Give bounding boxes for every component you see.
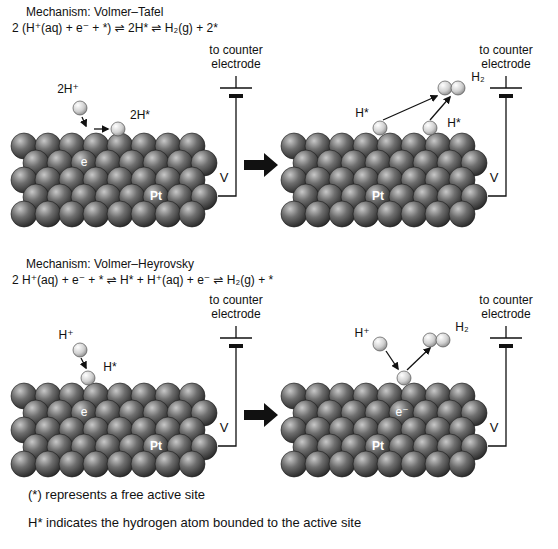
species-label: 2H* (130, 109, 150, 123)
circuit-label: to counter electrode (470, 294, 542, 322)
pt-atom (35, 201, 61, 227)
pt-atom (11, 451, 37, 477)
pt-atom (59, 201, 85, 227)
species-label: H₂ (455, 321, 468, 335)
species-label: H* (355, 107, 368, 121)
pt-atom (107, 201, 133, 227)
pt-atom (179, 201, 205, 227)
circuit (218, 76, 522, 446)
hydrogen-atoms (73, 81, 465, 385)
voltage-label: V (220, 421, 229, 436)
metal-label: Pt (372, 440, 384, 454)
pt-atom (131, 201, 157, 227)
pt-atom (281, 201, 307, 227)
equation: 2 H⁺(aq) + e⁻ + * ⇌ H* + H⁺(aq) + e⁻ ⇌ H… (12, 274, 273, 288)
pt-atom (353, 451, 379, 477)
voltage-label: V (490, 171, 499, 186)
voltage-label: V (490, 421, 499, 436)
electron-label: e⁻ (395, 406, 408, 420)
pt-atom (401, 201, 427, 227)
pt-atom (11, 201, 37, 227)
hydrogen-atom (373, 337, 387, 351)
species-label: H* (447, 117, 460, 131)
species-label: H* (103, 361, 116, 375)
hydrogen-atom (423, 121, 437, 135)
hydrogen-atom (73, 101, 87, 115)
heading: Mechanism: Volmer–Heyrovsky (26, 258, 194, 272)
pt-atom (179, 451, 205, 477)
pt-atom (155, 451, 181, 477)
heading: Mechanism: Volmer–Tafel (26, 6, 163, 20)
hydrogen-atom (438, 81, 452, 95)
note: (*) represents a free active site (28, 488, 205, 503)
hydrogen-atom (73, 343, 87, 357)
motion-arrows (81, 96, 450, 370)
pt-atom (35, 451, 61, 477)
electron-label: e (81, 156, 88, 170)
pt-atom (425, 451, 451, 477)
equation: 2 (H⁺(aq) + e⁻ + *) ⇌ 2H* ⇌ H₂(g) + 2* (12, 22, 218, 36)
pt-atom (59, 451, 85, 477)
pt-atom (281, 451, 307, 477)
species-label: 2H⁺ (57, 83, 79, 97)
circuit-label: to counter electrode (200, 294, 272, 322)
voltage-label: V (220, 171, 229, 186)
hydrogen-atom (81, 371, 95, 385)
species-label: H₂ (471, 71, 484, 85)
metal-label: Pt (372, 190, 384, 204)
metal-label: Pt (150, 190, 162, 204)
hydrogen-atom (397, 371, 411, 385)
pt-atom (83, 201, 109, 227)
pt-atom (305, 201, 331, 227)
pt-surface (11, 133, 487, 477)
pt-atom (401, 451, 427, 477)
pt-atom (377, 451, 403, 477)
pt-atom (449, 201, 475, 227)
hydrogen-atom (373, 121, 387, 135)
hydrogen-atom (451, 81, 465, 95)
hydrogen-atom (111, 122, 125, 136)
species-label: H⁺ (59, 329, 74, 343)
pt-atom (449, 451, 475, 477)
pt-atom (305, 451, 331, 477)
pt-atom (83, 451, 109, 477)
circuit-label: to counter electrode (470, 44, 542, 72)
pt-atom (131, 451, 157, 477)
step-arrow (244, 153, 278, 427)
pt-atom (107, 451, 133, 477)
electron-label: e (81, 406, 88, 420)
species-label: H⁺ (355, 327, 370, 341)
pt-atom (425, 201, 451, 227)
pt-atom (155, 201, 181, 227)
hydrogen-atom (436, 333, 450, 347)
metal-label: Pt (150, 440, 162, 454)
pt-atom (329, 201, 355, 227)
pt-atom (329, 451, 355, 477)
note: H* indicates the hydrogen atom bounded t… (28, 516, 361, 531)
hydrogen-atom (423, 333, 437, 347)
circuit-label: to counter electrode (200, 44, 272, 72)
pt-atom (377, 201, 403, 227)
pt-atom (353, 201, 379, 227)
